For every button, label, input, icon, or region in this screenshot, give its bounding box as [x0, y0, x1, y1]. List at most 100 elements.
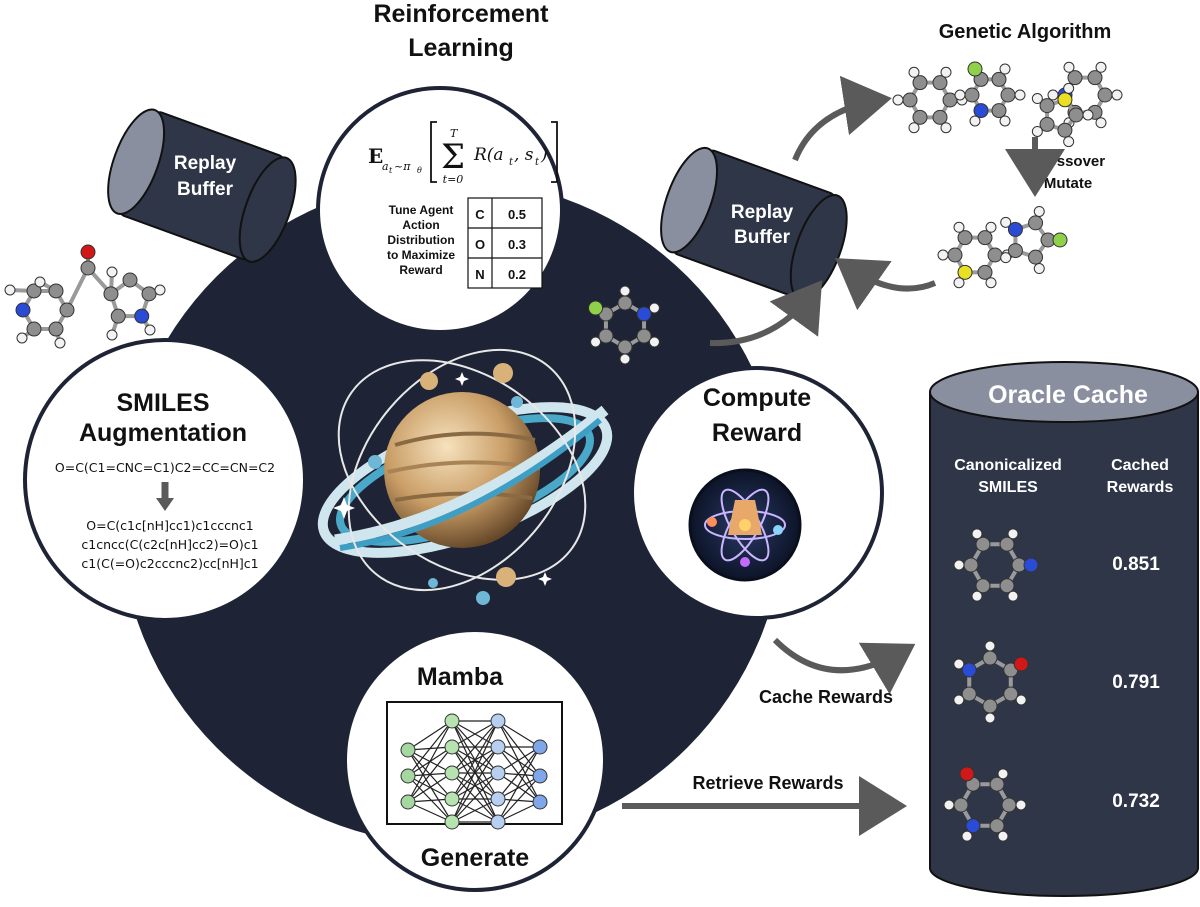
atom-C [48, 283, 64, 299]
atom-H [984, 640, 996, 652]
nn-node [532, 768, 548, 784]
formula-sub2: t [389, 166, 393, 175]
nn-edge [451, 746, 499, 800]
atom-C [598, 328, 614, 344]
genetic-title: Genetic Algorithm [939, 21, 1112, 43]
atom-H [34, 276, 46, 288]
atom-C [1068, 107, 1084, 123]
nn-node [490, 814, 506, 830]
atom-H [154, 284, 166, 296]
atom-C [1000, 87, 1016, 103]
atom-H [908, 66, 920, 78]
atom-C [1003, 686, 1019, 702]
atom-C [989, 776, 1005, 792]
atom-H [1095, 61, 1107, 73]
nn-edge [497, 746, 541, 777]
atom-C [963, 557, 979, 573]
formula-expectation: E [368, 144, 383, 168]
cache-rewards-label: Cache Rewards [759, 687, 893, 707]
replay-left-line2: Buffer [177, 179, 234, 200]
atom-H [1000, 252, 1012, 264]
atom-O [80, 244, 96, 260]
atom-H [984, 712, 996, 724]
formula-body2: t [509, 157, 514, 168]
atom-H [648, 336, 660, 348]
atom-H [1031, 125, 1043, 137]
atom-C [932, 109, 948, 125]
atom-C [110, 308, 126, 324]
atom-H [1033, 205, 1045, 217]
molecule-genetic-child [937, 61, 1123, 289]
atom-C [636, 328, 652, 344]
nn-node [490, 713, 506, 729]
bond [65, 267, 90, 311]
atom-H [937, 249, 949, 261]
atom-H [54, 337, 66, 349]
atom-C [991, 103, 1007, 119]
atom-C [26, 321, 42, 337]
atom-N [1023, 557, 1039, 573]
atom-H [940, 122, 952, 134]
atom-H [971, 528, 983, 540]
atom-N [973, 103, 989, 119]
arrow-to-genetic [792, 75, 892, 162]
atom-C [1028, 249, 1044, 265]
oracle-col1-line1: Canonicalized [954, 457, 1062, 474]
nn-edge [407, 720, 453, 777]
smiles-down-arrow [156, 498, 174, 511]
atom-H [1082, 109, 1094, 121]
arrow-back-to-buffer [835, 258, 937, 311]
oracle-col2-line2: Rewards [1107, 479, 1174, 496]
atom-H [940, 66, 952, 78]
nn-edge [451, 720, 499, 774]
table-prob: 0.2 [508, 267, 526, 282]
svg-text:to Maximize: to Maximize [387, 248, 455, 262]
oracle-col1-line2: SMILES [978, 479, 1038, 496]
nn-node [490, 791, 506, 807]
atom-H [969, 115, 981, 127]
svg-text:Tune Agent: Tune Agent [389, 203, 454, 217]
formula-sub: a [382, 160, 389, 173]
atom-H [1095, 117, 1107, 129]
planet-illustration [317, 348, 613, 605]
rl-title-line1: Reinforcement [373, 0, 549, 28]
nn-node [532, 794, 548, 810]
formula-sub3: ~π [394, 160, 411, 173]
smiles-circle [23, 338, 307, 622]
nn-node [400, 742, 416, 758]
smiles-title-line2: Augmentation [79, 419, 247, 447]
formula-sub4: θ [417, 166, 422, 175]
atom-H [953, 221, 965, 233]
atom-H [106, 266, 118, 278]
nn-edge [407, 749, 453, 823]
svg-text:Reward: Reward [399, 263, 442, 277]
oracle-title: Oracle Cache [988, 381, 1148, 409]
replay-buffer-right [660, 146, 848, 301]
atom-H [943, 799, 955, 811]
nn-edge [451, 720, 499, 823]
nn-edge [451, 798, 499, 823]
atom-H [985, 277, 997, 289]
nn-node [444, 765, 460, 781]
replay-buffer-left [107, 108, 297, 263]
atom-O [959, 766, 975, 782]
atom-H [16, 332, 28, 344]
nn-edge [407, 772, 453, 803]
atom-N [15, 302, 31, 318]
nn-edge [407, 801, 453, 823]
replay-left-line1: Replay [174, 153, 237, 174]
atom-C [982, 650, 998, 666]
atom-H [1063, 61, 1075, 73]
atom-C [1057, 122, 1073, 138]
atom-reward-icon [688, 468, 802, 582]
formula-body3: , s [514, 145, 534, 165]
molecule-center-right [588, 285, 660, 365]
atom-H [953, 559, 965, 571]
atom-C [1039, 116, 1055, 132]
nn-node [490, 765, 506, 781]
nn-node [400, 794, 416, 810]
rl-tune-description: Tune Agent Action Distribution to Maximi… [387, 203, 455, 277]
atom-C [1087, 70, 1103, 86]
nn-node [400, 768, 416, 784]
neural-network-graph [400, 713, 548, 830]
